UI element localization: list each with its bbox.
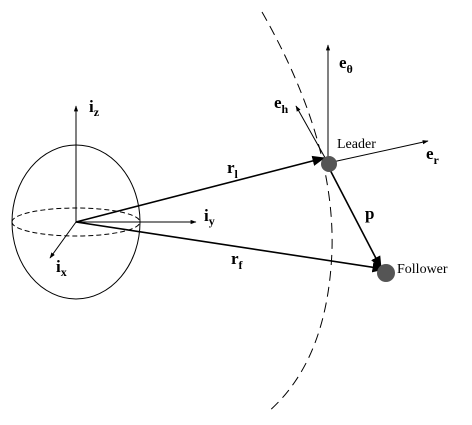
e-r-label: er: [426, 144, 440, 167]
ix-label: ix: [56, 257, 67, 279]
rf-label: rf: [231, 249, 244, 272]
e-theta-label: eθ: [339, 53, 353, 76]
leader-label: Leader: [337, 137, 376, 152]
orbit-arc: [261, 11, 333, 413]
e-r-axis: [327, 140, 429, 164]
p-vector: [327, 165, 382, 270]
ix-axis: [49, 221, 77, 259]
iy-label: iy: [204, 206, 215, 228]
follower-label: Follower: [397, 262, 448, 277]
leader-body: [321, 156, 337, 172]
rf-vector: [75, 221, 386, 273]
rl-label: rl: [227, 158, 239, 181]
p-label: p: [365, 204, 374, 223]
e-h-label: eh: [274, 93, 289, 116]
follower-body: [377, 264, 395, 282]
e-h-axis: [295, 105, 329, 164]
equator-front-dashed: [11, 221, 141, 237]
rl-vector: [75, 155, 326, 223]
iz-label: iz: [89, 97, 100, 119]
